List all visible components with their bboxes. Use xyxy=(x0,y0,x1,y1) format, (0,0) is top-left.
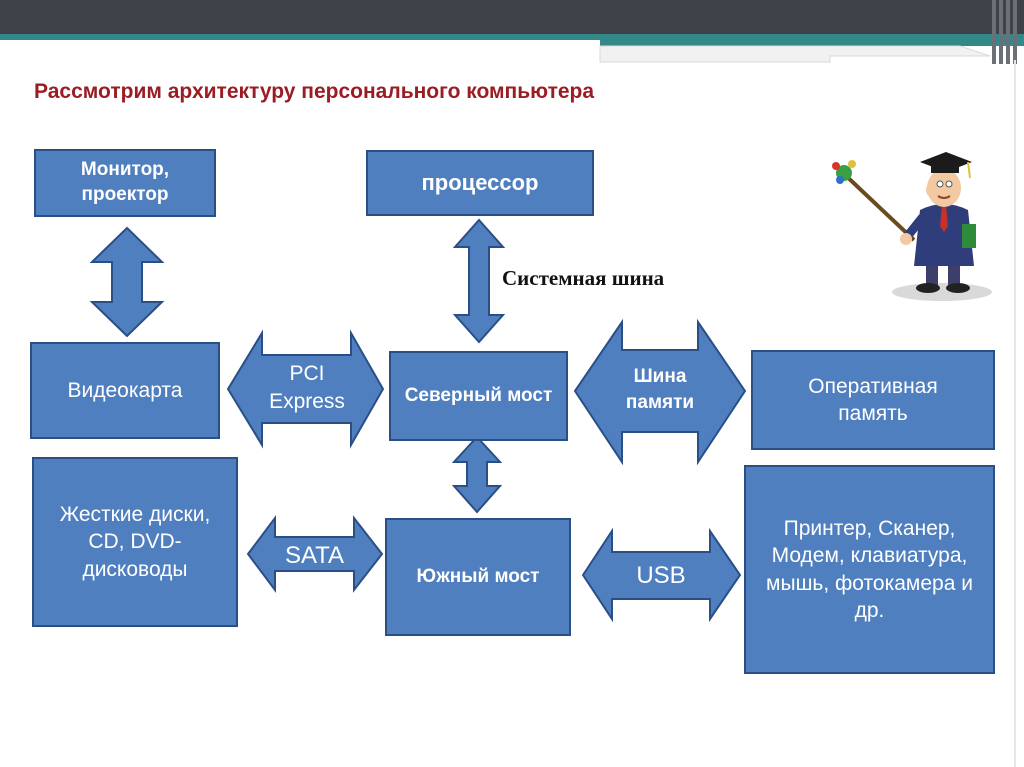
professor-with-pointer-icon xyxy=(832,152,992,301)
arrow-cpu-northbridge xyxy=(452,218,506,344)
arrow-pci-express xyxy=(226,329,385,449)
box-cpu: процессор xyxy=(366,150,594,216)
box-ram: Оперативная память xyxy=(751,350,995,450)
arrow-northbridge-southbridge xyxy=(451,435,503,514)
arrow-monitor-videocard xyxy=(89,226,165,338)
box-northbridge: Северный мост xyxy=(389,351,568,441)
arrow-sata xyxy=(246,515,384,593)
usb-label: USB xyxy=(636,562,686,589)
box-peripherals: Принтер, Сканер, Модем, клавиатура, мышь… xyxy=(744,465,995,674)
box-monitor: Монитор, проектор xyxy=(34,149,216,217)
slide-title: Рассмотрим архитектуру персонального ком… xyxy=(34,80,595,103)
box-storage: Жесткие диски, CD, DVD-дисководы xyxy=(32,457,238,627)
pci-express-label: PCI Express xyxy=(269,362,345,414)
sata-label: SATA xyxy=(284,542,345,569)
box-videocard: Видеокарта xyxy=(30,342,220,439)
header-bar xyxy=(0,0,1024,34)
header-stripes xyxy=(992,0,1017,64)
header-band xyxy=(0,34,1024,63)
memory-bus-label: Шина памяти xyxy=(625,366,695,413)
box-southbridge: Южный мост xyxy=(385,518,571,636)
arrow-usb xyxy=(581,527,742,623)
arrow-memory-bus xyxy=(573,318,747,466)
slide-edge xyxy=(1014,60,1016,767)
system-bus-label: Системная шина xyxy=(502,266,665,290)
